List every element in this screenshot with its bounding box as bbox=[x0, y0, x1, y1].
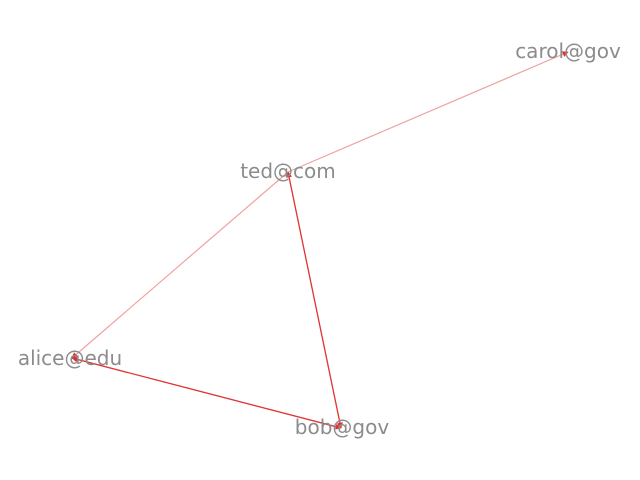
node-label-ted[interactable]: ted@com bbox=[240, 159, 336, 183]
node-label-carol[interactable]: carol@gov bbox=[515, 39, 621, 63]
node-label-bob[interactable]: bob@gov bbox=[295, 415, 390, 439]
edges-layer bbox=[71, 51, 569, 430]
labels-layer: carol@gov ted@com alice@edu bob@gov bbox=[18, 39, 621, 439]
edge-alice-to-bob bbox=[71, 357, 342, 430]
edge-ted-to-carol bbox=[287, 51, 569, 173]
edge-ted-to-alice bbox=[71, 171, 289, 359]
node-label-alice[interactable]: alice@edu bbox=[18, 346, 122, 370]
edge-bob-to-ted bbox=[286, 171, 342, 429]
